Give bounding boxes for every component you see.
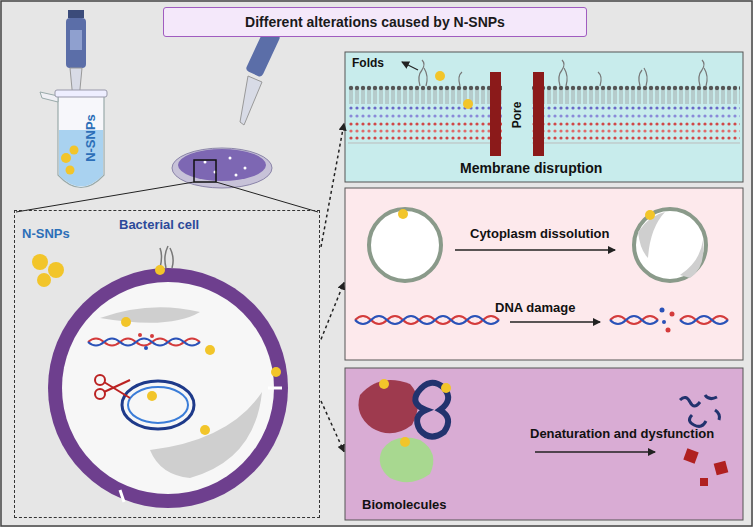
sample-label: N-SNPs <box>83 114 98 162</box>
effect-label: Membrane disruption <box>460 160 602 176</box>
particle-label: N-SNPs <box>22 226 70 241</box>
title-box: Different alterations caused by N-SNPs <box>163 7 587 37</box>
folds-label: Folds <box>352 56 384 70</box>
effect-label: Denaturation and dysfunction <box>530 426 714 441</box>
dotted-arrow <box>321 401 344 452</box>
effect-panel: Membrane disruption <box>345 52 743 182</box>
title-text: Different alterations caused by N-SNPs <box>245 14 505 30</box>
zoom-box: Bacterial cell <box>14 210 320 518</box>
dotted-arrow <box>321 124 344 247</box>
effect-label: DNA damage <box>495 300 575 315</box>
biomolecules-label: Biomolecules <box>362 497 447 512</box>
pore-label: Pore <box>510 100 524 131</box>
cell-label: Bacterial cell <box>119 217 199 232</box>
dotted-arrow <box>321 283 344 340</box>
effect-label: Cytoplasm dissolution <box>470 226 609 241</box>
effect-panel: Cytoplasm dissolutionDNA damage <box>345 188 743 360</box>
